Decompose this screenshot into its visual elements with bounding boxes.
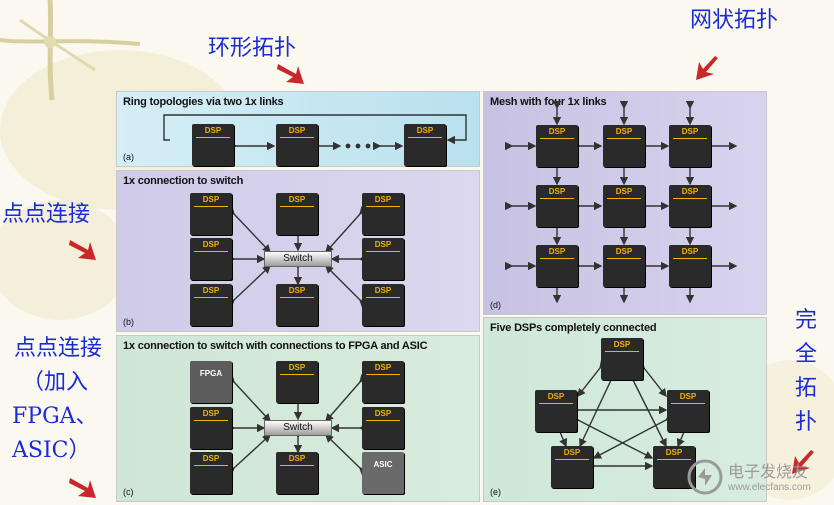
dsp-chip: DSP	[536, 245, 578, 287]
dsp-chip: DSP	[362, 238, 404, 280]
watermark-url: www.elecfans.com	[728, 482, 811, 493]
dsp-chip: DSP	[190, 238, 232, 280]
label-mesh: 网状拓扑	[690, 8, 779, 33]
dsp-chip: DSP	[603, 125, 645, 167]
dsp-chip: DSP	[601, 338, 643, 380]
red-arrow-icon	[696, 56, 718, 80]
panel-tag: (b)	[123, 317, 134, 327]
dsp-chip: DSP	[192, 124, 234, 166]
label-p2p-fpga-3: FPGA、	[12, 404, 98, 429]
watermark-text: 电子发烧友	[728, 462, 809, 481]
label-p2p-fpga-2: （加入	[22, 370, 89, 395]
panel-tag: (a)	[123, 152, 134, 162]
label-full-1: 完	[795, 308, 818, 333]
switch-box: Switch	[264, 251, 332, 267]
dsp-chip: DSP	[669, 245, 711, 287]
asic-chip: ASIC	[362, 452, 404, 494]
fpga-chip: FPGA	[190, 361, 232, 403]
label-full-4: 扑	[795, 410, 818, 435]
dsp-chip: DSP	[276, 193, 318, 235]
watermark: 电子发烧友 www.elecfans.com	[686, 456, 826, 500]
dsp-chip: DSP	[190, 193, 232, 235]
dsp-chip: DSP	[603, 245, 645, 287]
dsp-chip: DSP	[190, 452, 232, 494]
red-arrow-icon	[69, 240, 96, 260]
dsp-chip: DSP	[669, 125, 711, 167]
dsp-chip: DSP	[404, 124, 446, 166]
dsp-chip: DSP	[536, 185, 578, 227]
dsp-chip: DSP	[362, 361, 404, 403]
watermark-logo-icon	[687, 459, 723, 495]
label-ring: 环形拓扑	[208, 36, 297, 61]
label-p2p: 点点连接	[2, 202, 91, 227]
dsp-chip: DSP	[362, 193, 404, 235]
dsp-chip: DSP	[667, 390, 709, 432]
label-p2p-fpga-4: ASIC）	[12, 438, 91, 463]
label-p2p-fpga-1: 点点连接	[14, 336, 103, 361]
panel-tag: (d)	[490, 300, 501, 310]
dsp-chip: DSP	[190, 407, 232, 449]
label-full-3: 拓	[795, 376, 818, 401]
dsp-chip: DSP	[535, 390, 577, 432]
panel-title: Five DSPs completely connected	[490, 322, 657, 334]
panel-title: Mesh with four 1x links	[490, 96, 607, 108]
dsp-chip: DSP	[362, 284, 404, 326]
dsp-chip: DSP	[536, 125, 578, 167]
panel-tag: (c)	[123, 487, 134, 497]
dsp-chip: DSP	[362, 407, 404, 449]
dsp-chip: DSP	[276, 361, 318, 403]
panel-title: 1x connection to switch with connections…	[123, 340, 428, 352]
dsp-chip: DSP	[190, 284, 232, 326]
dsp-chip: DSP	[603, 185, 645, 227]
panel-tag: (e)	[490, 487, 501, 497]
panel-title: Ring topologies via two 1x links	[123, 96, 284, 108]
dsp-chip: DSP	[276, 284, 318, 326]
dsp-chip: DSP	[551, 446, 593, 488]
dsp-chip: DSP	[276, 452, 318, 494]
red-arrow-icon	[277, 64, 304, 84]
red-arrow-icon	[69, 478, 96, 498]
dsp-chip: DSP	[669, 185, 711, 227]
red-arrow-icon	[792, 450, 814, 474]
switch-box: Switch	[264, 420, 332, 436]
dsp-chip: DSP	[276, 124, 318, 166]
panel-title: 1x connection to switch	[123, 175, 244, 187]
label-full-2: 全	[795, 342, 818, 367]
